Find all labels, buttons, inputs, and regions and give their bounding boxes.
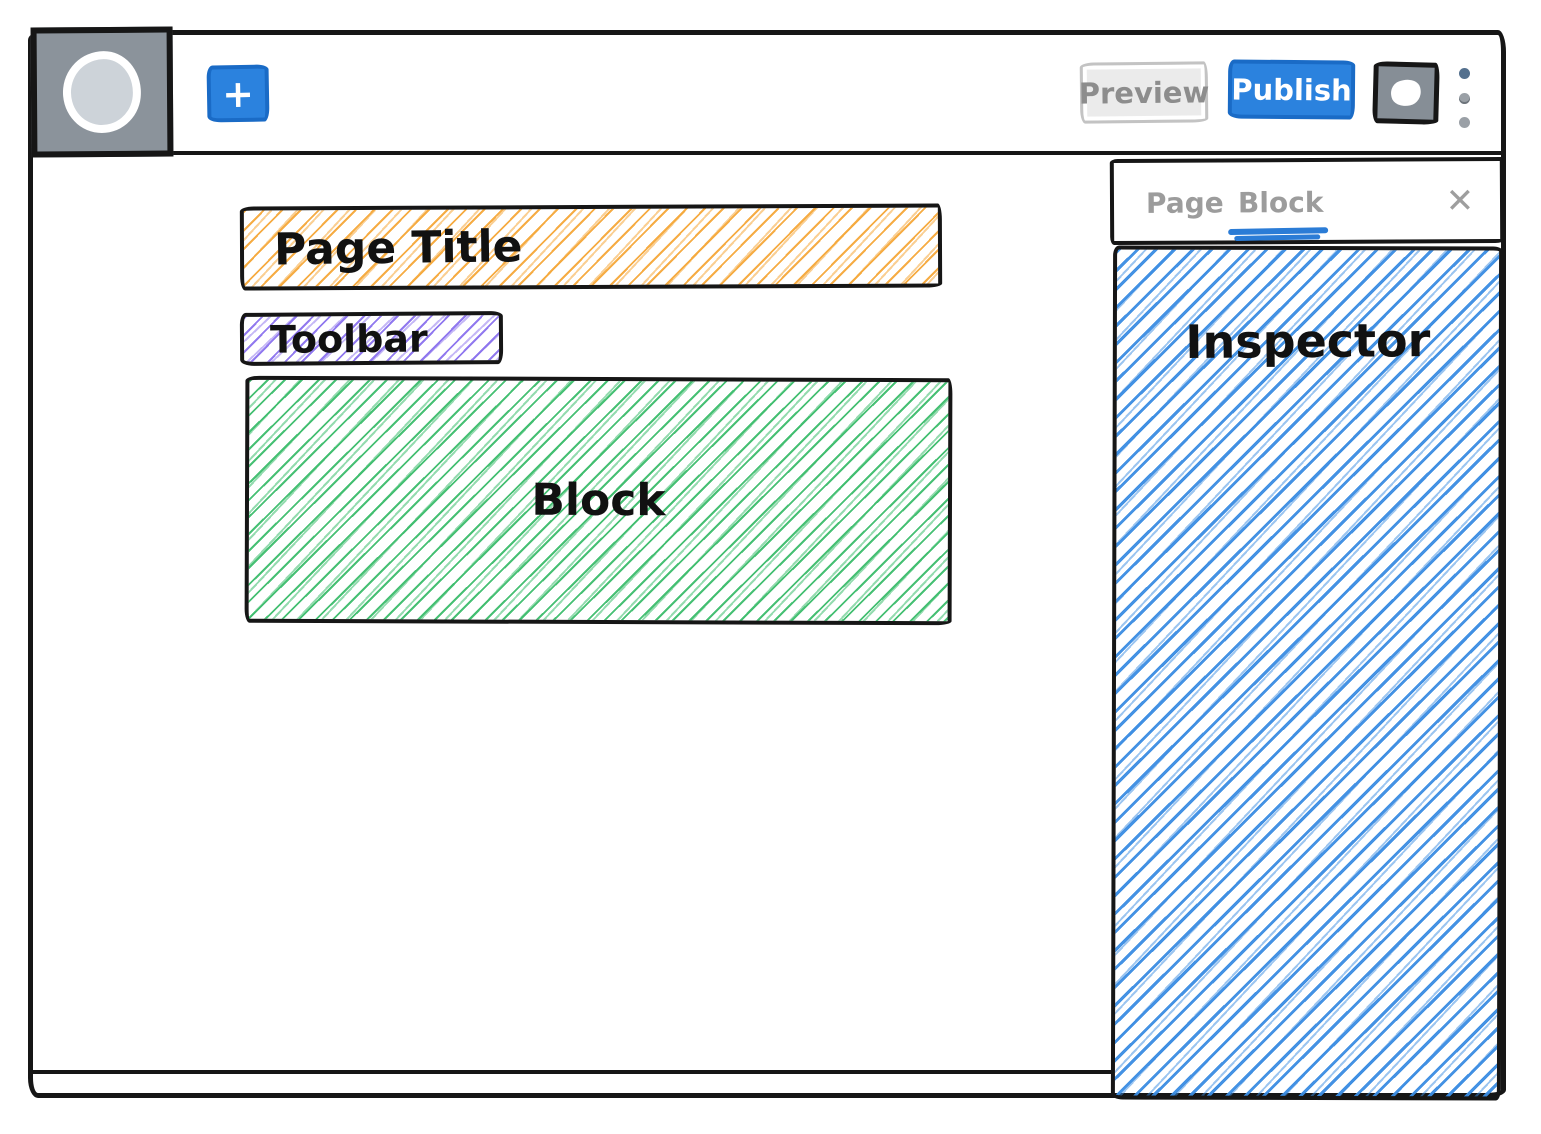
app-logo[interactable] xyxy=(30,26,174,158)
publish-button-label: Publish xyxy=(1231,71,1352,108)
tab-page[interactable]: Page xyxy=(1145,186,1224,220)
inspector-body: Inspector xyxy=(1110,245,1504,1101)
plus-icon: + xyxy=(221,71,255,116)
canvas-bottom-divider xyxy=(31,1070,1113,1074)
active-tab-underline xyxy=(1228,227,1329,236)
content-block-label: Block xyxy=(531,474,666,527)
canvas-block-content[interactable]: Block xyxy=(244,375,953,626)
canvas-block-toolbar[interactable]: Toolbar xyxy=(239,311,504,366)
logo-circle-icon xyxy=(59,47,145,137)
page-title-block-label: Page Title xyxy=(273,220,523,275)
add-block-button[interactable]: + xyxy=(206,64,270,123)
close-inspector-button[interactable]: ✕ xyxy=(1442,181,1478,222)
kebab-dot-icon xyxy=(1458,92,1470,104)
comments-button[interactable] xyxy=(1372,61,1440,125)
tab-block[interactable]: Block xyxy=(1237,185,1324,220)
preview-button[interactable]: Preview xyxy=(1078,61,1210,124)
app-window: + Preview Publish Page Title Toolbar xyxy=(28,26,1506,1101)
kebab-dot-icon xyxy=(1458,117,1470,128)
inspector-tabbar: Page Block ✕ xyxy=(1109,156,1505,246)
canvas-block-page-title[interactable]: Page Title xyxy=(239,203,943,291)
inspector-title: Inspector xyxy=(1185,313,1431,369)
toolbar-block-label: Toolbar xyxy=(269,316,428,362)
chat-bubble-icon xyxy=(1388,77,1424,109)
overflow-menu-button[interactable] xyxy=(1453,68,1475,128)
preview-button-label: Preview xyxy=(1078,74,1210,111)
publish-button[interactable]: Publish xyxy=(1227,59,1356,120)
close-icon: ✕ xyxy=(1445,181,1475,222)
top-toolbar: + Preview Publish xyxy=(30,26,1501,158)
inspector-panel: Page Block ✕ Inspector xyxy=(1109,156,1505,1101)
kebab-dot-icon xyxy=(1458,68,1470,79)
